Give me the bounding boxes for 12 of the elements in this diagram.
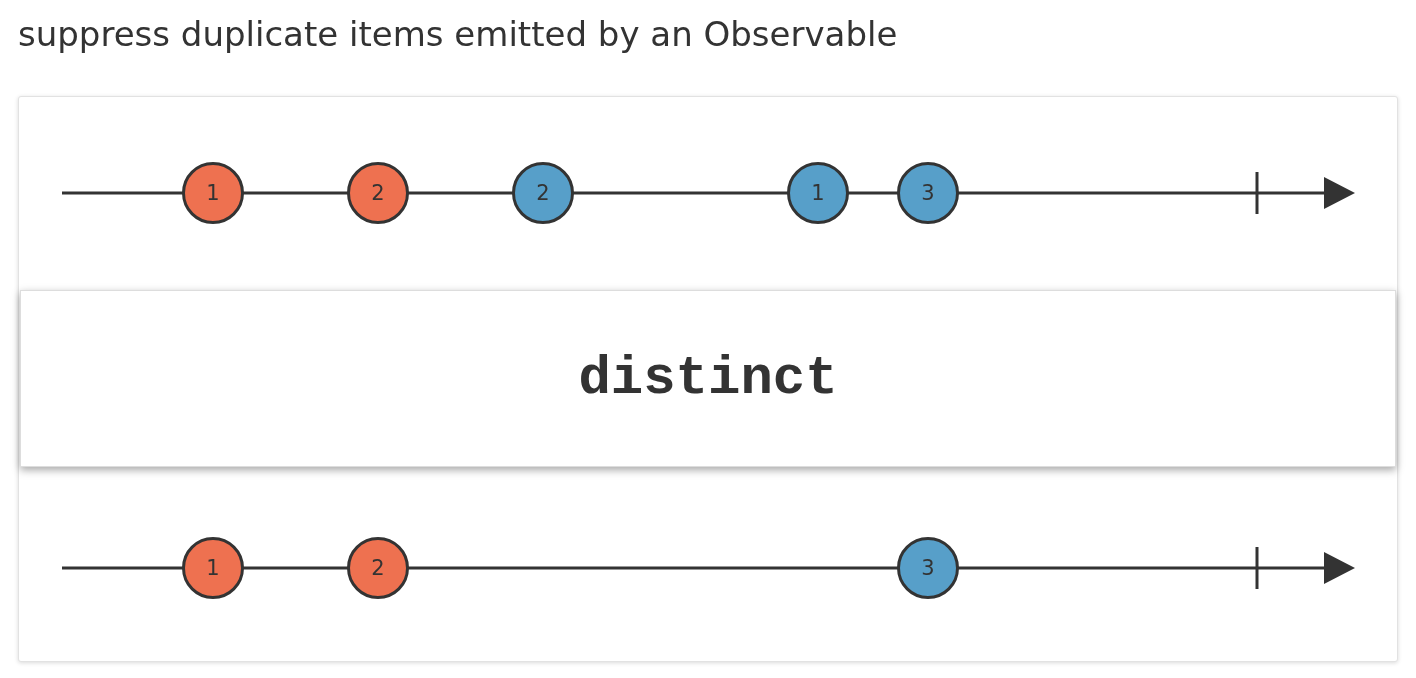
marble-value: 1 <box>206 556 220 580</box>
marble-value: 1 <box>811 181 825 205</box>
card-background <box>18 96 1398 662</box>
marble-value: 2 <box>536 181 550 205</box>
marble-value: 3 <box>921 181 935 205</box>
marble-value: 2 <box>371 181 385 205</box>
operator-box <box>20 290 1396 467</box>
marble-value: 3 <box>921 556 935 580</box>
marble-value: 2 <box>371 556 385 580</box>
marble-value: 1 <box>206 181 220 205</box>
operator-name: distinct <box>578 348 838 409</box>
diagram-title: suppress duplicate items emitted by an Observable <box>18 14 898 54</box>
